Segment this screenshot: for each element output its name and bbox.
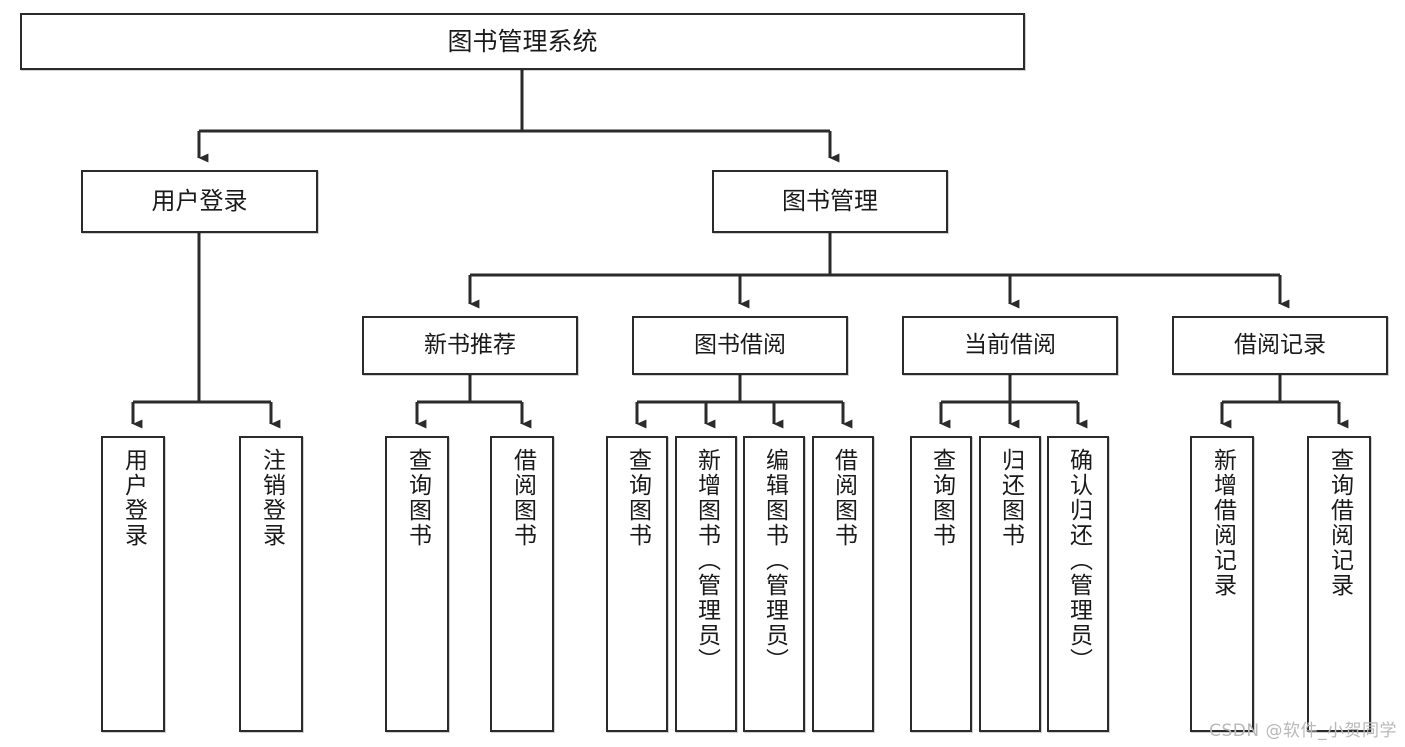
node-leaf-user-login-label: 用户登录	[120, 448, 147, 548]
node-borrow-record[interactable]: 借阅记录	[1172, 316, 1388, 375]
node-leaf-query-book-3[interactable]: 查询图书	[910, 436, 972, 732]
node-leaf-edit-book-label: 编辑图书（管理员）	[761, 448, 788, 673]
node-leaf-query-record-label: 查询借阅记录	[1326, 448, 1353, 598]
node-leaf-confirm-return[interactable]: 确认归还（管理员）	[1047, 436, 1109, 732]
node-book-borrow-label: 图书借阅	[694, 331, 786, 358]
node-leaf-add-book-label: 新增图书（管理员）	[693, 448, 720, 673]
node-leaf-add-book[interactable]: 新增图书（管理员）	[675, 436, 737, 732]
node-leaf-borrow-book-1-label: 借阅图书	[509, 448, 536, 548]
node-leaf-query-book-1-label: 查询图书	[404, 448, 431, 548]
node-leaf-confirm-return-label: 确认归还（管理员）	[1065, 448, 1092, 673]
node-leaf-query-book-3-label: 查询图书	[928, 448, 955, 548]
node-leaf-query-record[interactable]: 查询借阅记录	[1307, 436, 1371, 732]
node-leaf-query-book-1[interactable]: 查询图书	[385, 436, 449, 732]
node-leaf-add-record[interactable]: 新增借阅记录	[1190, 436, 1254, 732]
node-root-label: 图书管理系统	[447, 26, 598, 56]
node-leaf-borrow-book-2-label: 借阅图书	[830, 448, 857, 548]
node-leaf-user-logout-label: 注销登录	[258, 448, 285, 548]
node-new-book-recommend-label: 新书推荐	[424, 331, 516, 358]
node-leaf-return-book[interactable]: 归还图书	[979, 436, 1041, 732]
node-new-book-recommend[interactable]: 新书推荐	[362, 316, 578, 375]
node-leaf-query-book-2-label: 查询图书	[624, 448, 651, 548]
node-book-manage[interactable]: 图书管理	[712, 170, 948, 233]
node-leaf-add-record-label: 新增借阅记录	[1209, 448, 1236, 598]
node-leaf-user-login[interactable]: 用户登录	[101, 436, 165, 732]
node-book-borrow[interactable]: 图书借阅	[632, 316, 848, 375]
node-leaf-borrow-book-2[interactable]: 借阅图书	[812, 436, 874, 732]
node-leaf-query-book-2[interactable]: 查询图书	[606, 436, 668, 732]
node-leaf-user-logout[interactable]: 注销登录	[239, 436, 303, 732]
node-leaf-edit-book[interactable]: 编辑图书（管理员）	[743, 436, 805, 732]
node-borrow-record-label: 借阅记录	[1234, 331, 1326, 358]
node-user-login[interactable]: 用户登录	[81, 170, 318, 233]
node-current-borrow-label: 当前借阅	[964, 331, 1056, 358]
node-leaf-borrow-book-1[interactable]: 借阅图书	[490, 436, 554, 732]
node-leaf-return-book-label: 归还图书	[997, 448, 1024, 548]
node-root[interactable]: 图书管理系统	[20, 13, 1025, 70]
node-book-manage-label: 图书管理	[782, 187, 878, 216]
node-user-login-label: 用户登录	[151, 187, 248, 216]
node-current-borrow[interactable]: 当前借阅	[902, 316, 1118, 375]
